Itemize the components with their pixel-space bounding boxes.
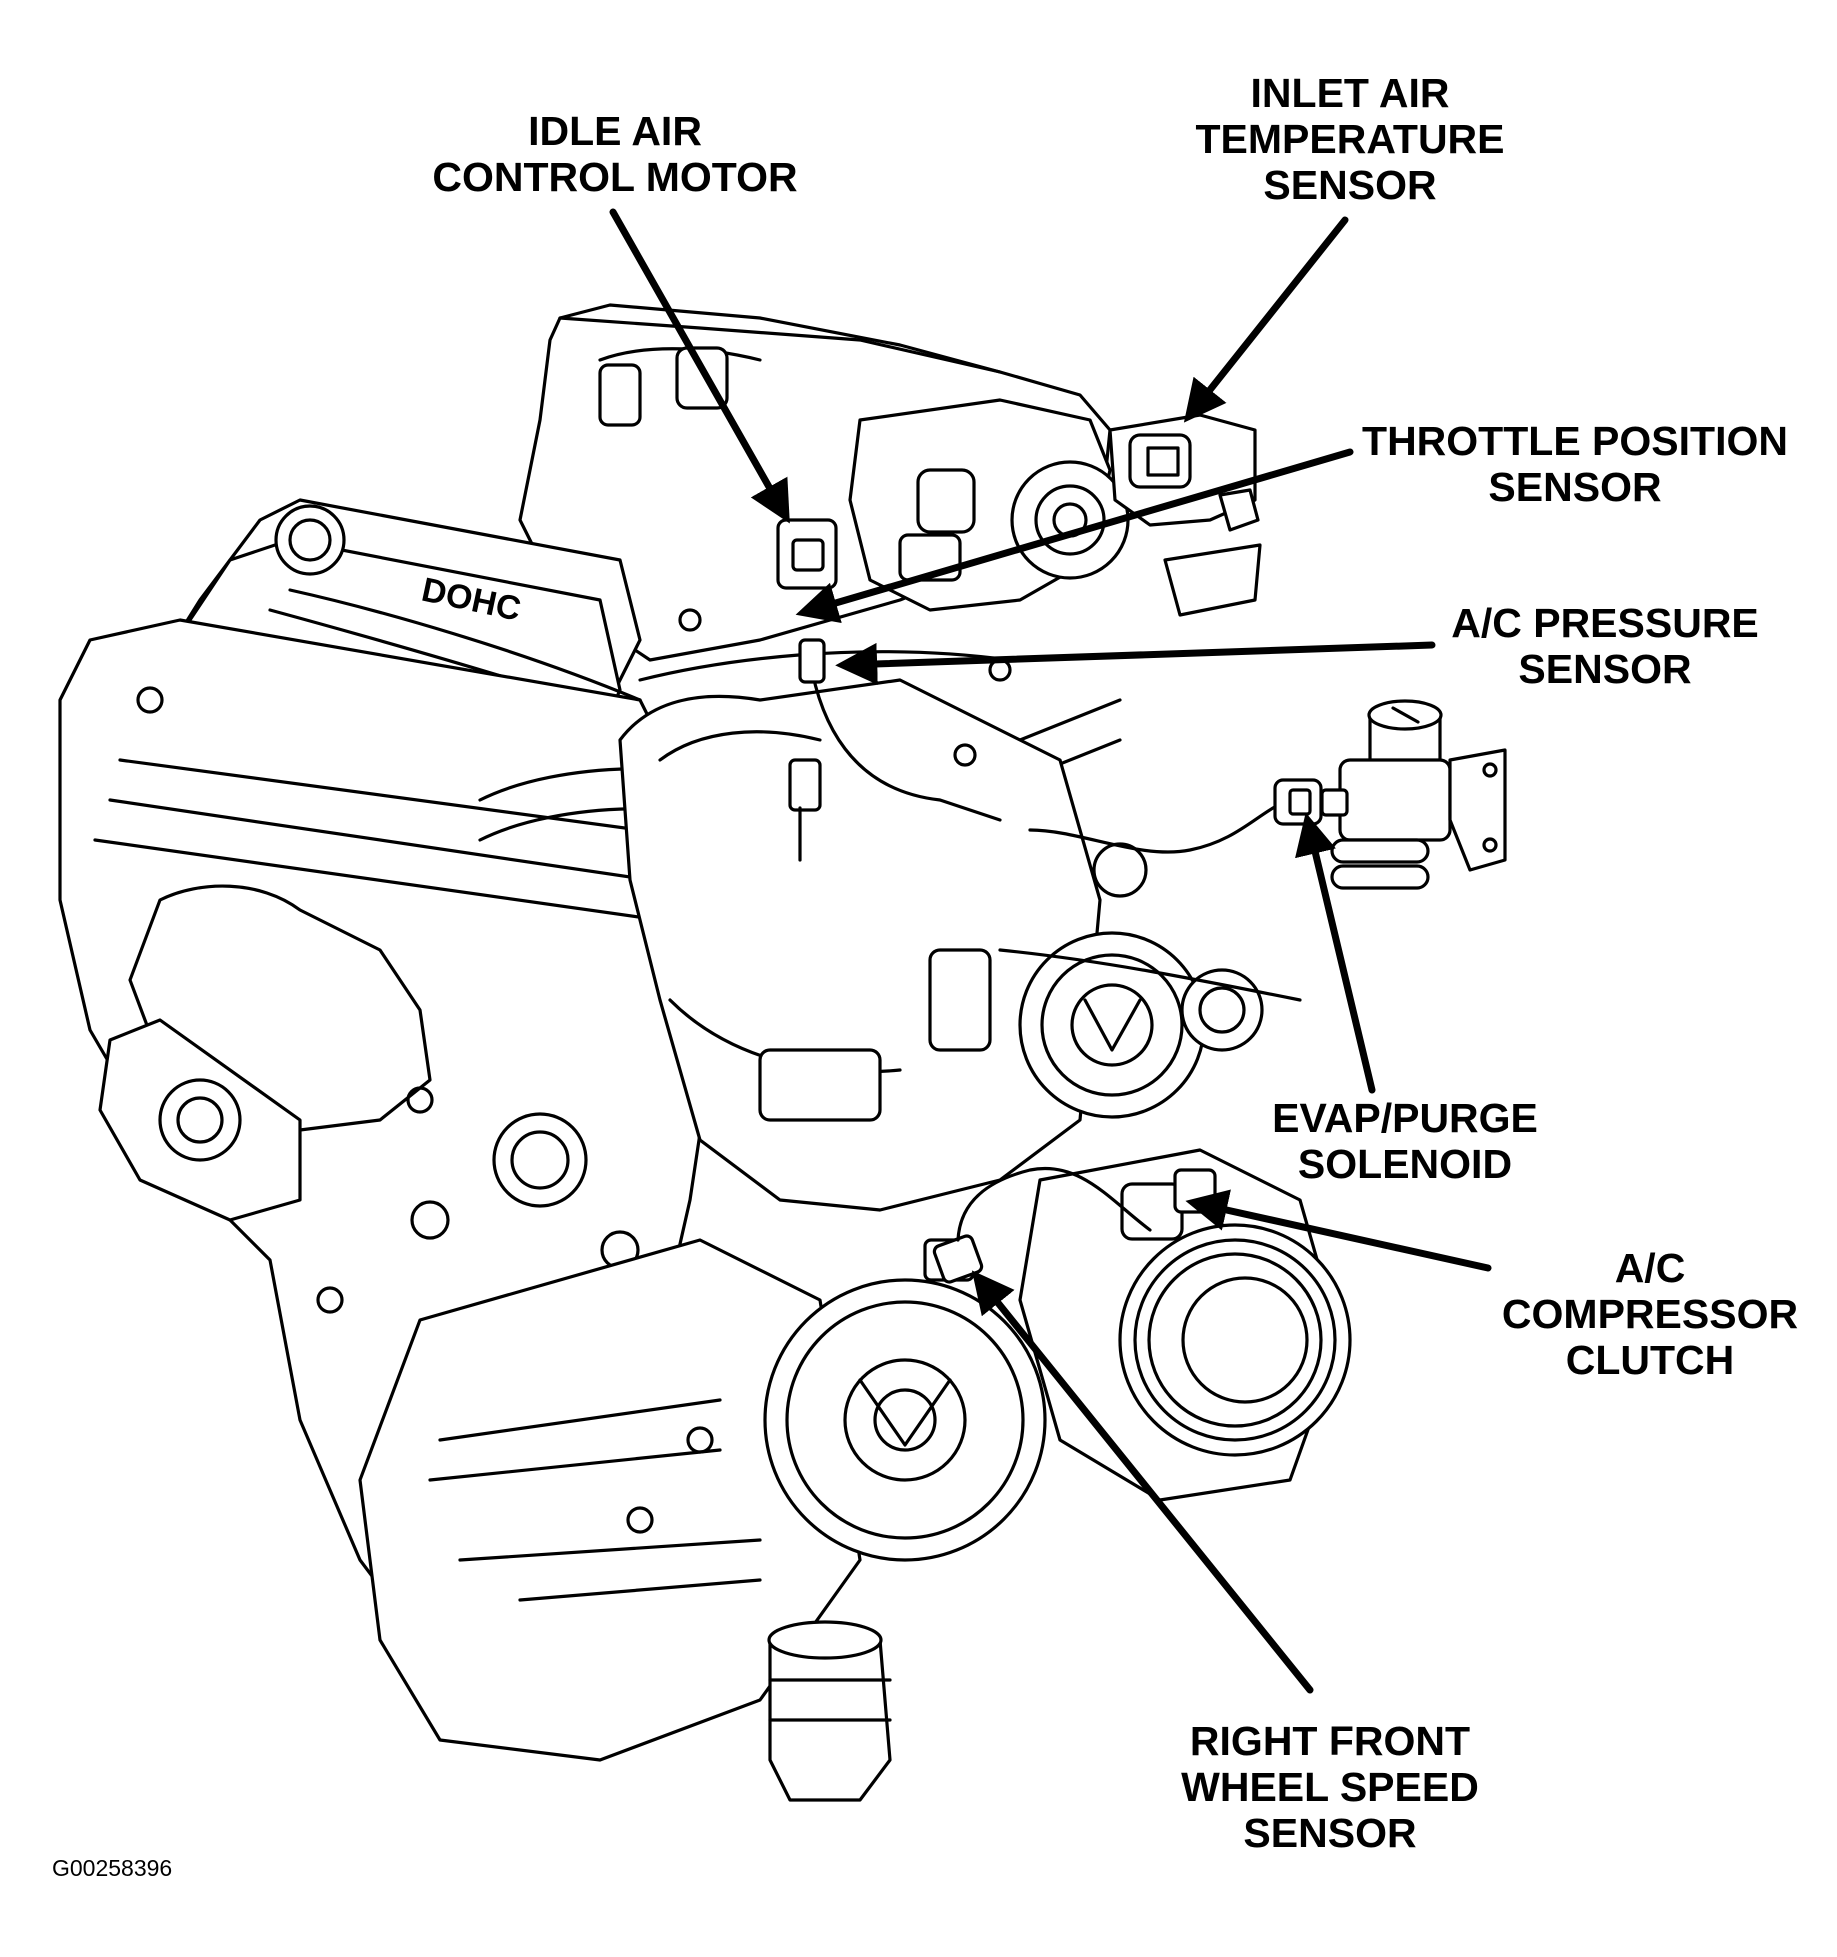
inlet-air-temperature-sensor-arrow bbox=[1183, 216, 1349, 423]
idle-air-control-motor-label: IDLE AIR CONTROL MOTOR bbox=[432, 108, 798, 200]
leader-lines bbox=[609, 208, 1492, 1694]
right-front-wheel-speed-sensor-label: RIGHT FRONT WHEEL SPEED SENSOR bbox=[1181, 1718, 1479, 1856]
evap-purge-solenoid-label: EVAP/PURGE SOLENOID bbox=[1272, 1095, 1538, 1187]
ac-pressure-sensor-arrow bbox=[835, 641, 1436, 685]
figure-id: G00258396 bbox=[52, 1855, 173, 1881]
bolt-details bbox=[136, 608, 1012, 1534]
throttle-position-sensor-arrow bbox=[795, 448, 1354, 624]
throttle-position-sensor-label: THROTTLE POSITION SENSOR bbox=[1362, 418, 1788, 510]
ac-compressor-clutch-label: A/C COMPRESSOR CLUTCH bbox=[1501, 1245, 1799, 1383]
ac-pressure-sensor-label: A/C PRESSURE SENSOR bbox=[1451, 600, 1759, 692]
right-front-wheel-speed-sensor-arrow bbox=[971, 1270, 1314, 1694]
idle-air-control-motor-arrow bbox=[609, 208, 790, 524]
inlet-air-temperature-sensor-label: INLET AIR TEMPERATURE SENSOR bbox=[1195, 70, 1505, 208]
engine-block-drawing: DOHC bbox=[58, 303, 1507, 1802]
evap-purge-solenoid-arrow bbox=[1295, 812, 1376, 1094]
ac-compressor-clutch-arrow bbox=[1185, 1189, 1492, 1272]
